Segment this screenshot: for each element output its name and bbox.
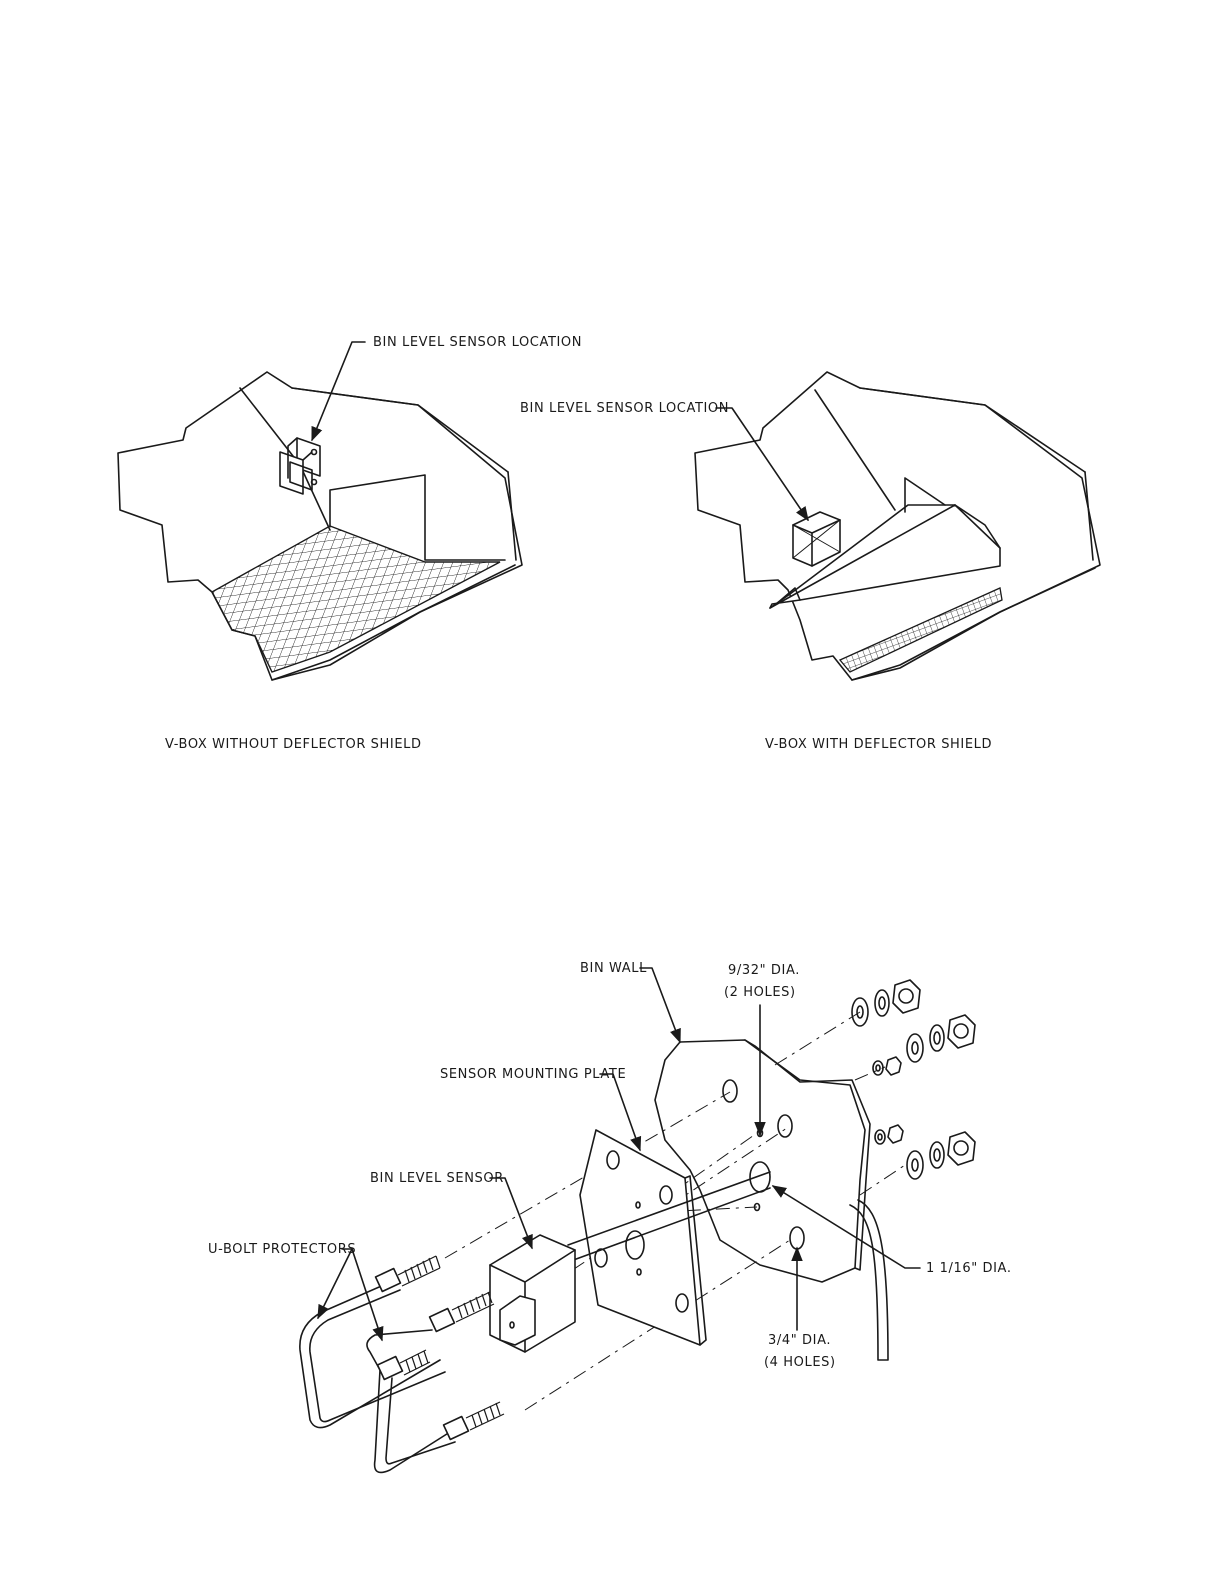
vbox-with-deflector: BIN LEVEL SENSOR LOCATION V-BOX WITH DEF… xyxy=(520,372,1100,752)
exploded-mounting-view: BIN WALL 9/32" DIA. (2 HOLES) SENSOR MOU… xyxy=(208,961,1012,1472)
sensor-box-right xyxy=(793,512,840,566)
label-u-bolt-protectors: U-BOLT PROTECTORS xyxy=(208,1242,356,1257)
screen-mesh-right xyxy=(840,588,1002,672)
callout-sensor-location-right: BIN LEVEL SENSOR LOCATION xyxy=(520,401,729,416)
label-hole-3-4-dia: 3/4" DIA. xyxy=(768,1333,831,1348)
vbox-without-deflector: BIN LEVEL SENSOR LOCATION V-BOX WITHOUT … xyxy=(118,335,582,752)
label-bin-level-sensor: BIN LEVEL SENSOR xyxy=(370,1171,504,1186)
label-hole-3-4-count: (4 HOLES) xyxy=(764,1355,836,1370)
label-hole-1-1-16-dia: 1 1/16" DIA. xyxy=(926,1261,1012,1276)
hardware-stack-lower xyxy=(875,1125,975,1179)
callout-sensor-location-left: BIN LEVEL SENSOR LOCATION xyxy=(373,335,582,350)
hardware-stack-middle xyxy=(873,1015,975,1075)
label-sensor-mounting-plate: SENSOR MOUNTING PLATE xyxy=(440,1067,626,1082)
label-hole-9-32-count: (2 HOLES) xyxy=(724,985,796,1000)
caption-vbox-with-deflector: V-BOX WITH DEFLECTOR SHIELD xyxy=(765,737,992,752)
caption-vbox-without-deflector: V-BOX WITHOUT DEFLECTOR SHIELD xyxy=(165,737,422,752)
label-hole-9-32-dia: 9/32" DIA. xyxy=(728,963,800,978)
bin-level-sensor-block xyxy=(490,1235,575,1352)
label-bin-wall: BIN WALL xyxy=(580,961,647,976)
u-bolt-1 xyxy=(300,1256,494,1428)
u-bolt-2 xyxy=(367,1330,504,1472)
hardware-stack-upper xyxy=(852,980,920,1026)
